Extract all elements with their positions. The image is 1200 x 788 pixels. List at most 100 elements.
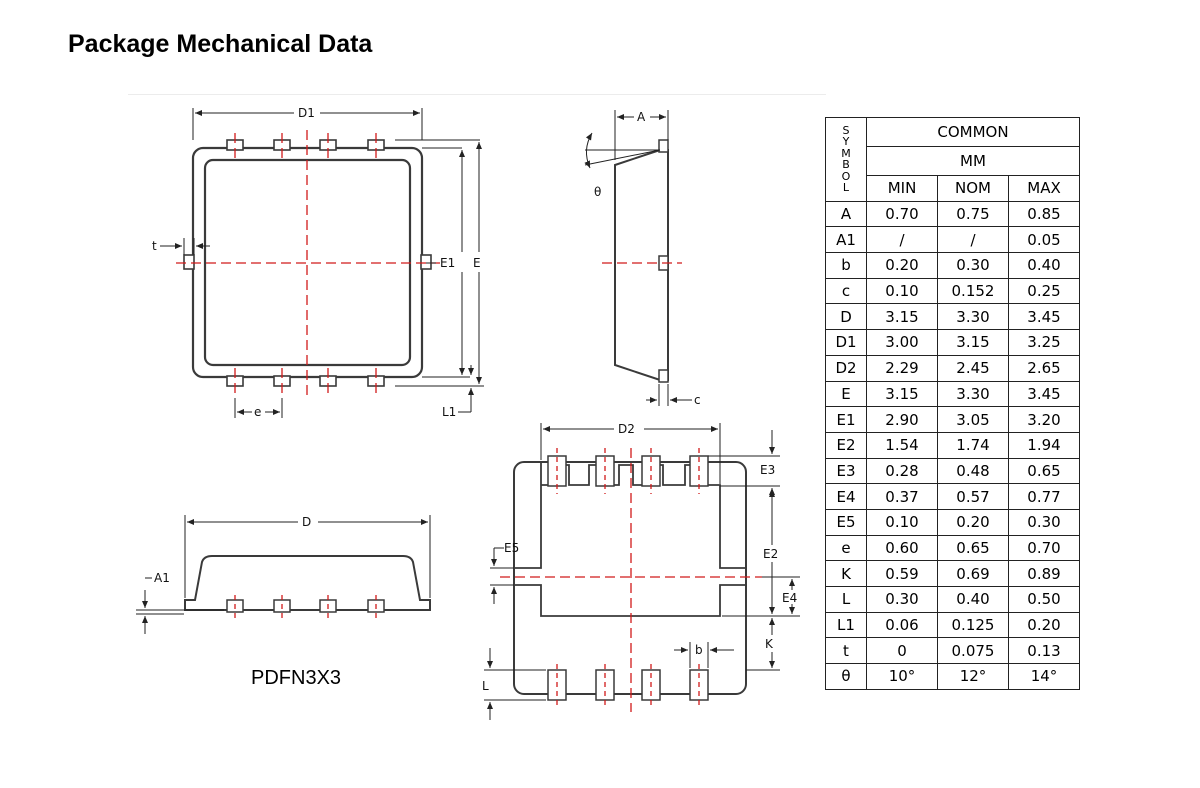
cell-symbol: K [825,560,867,587]
cell-min: 0.10 [866,277,938,305]
label-a: A [637,110,646,124]
symbol-header: S Y M B O L [825,117,867,202]
cell-min: 2.29 [866,354,938,382]
cell-symbol: D [825,303,867,331]
bottom-view: D2 E3 E2 E4 K [482,422,800,720]
cell-nom: 0.30 [937,252,1009,279]
cell-min: 3.00 [866,329,938,356]
cell-nom: 0.75 [937,200,1009,228]
label-d: D [302,515,311,529]
cell-min: 0.60 [866,534,938,562]
cell-max: 3.45 [1008,380,1080,408]
cell-symbol: E1 [825,406,867,433]
label-e4: E4 [782,591,797,605]
cell-symbol: θ [825,663,867,690]
cell-nom: 2.45 [937,354,1009,382]
cell-min: 0 [866,637,938,665]
cell-max: 0.89 [1008,560,1080,587]
col-min-header: MIN [866,175,938,202]
common-header: COMMON [866,117,1080,147]
cell-min: 1.54 [866,431,938,459]
cell-symbol: A [825,200,867,228]
cell-max: 0.50 [1008,586,1080,613]
cell-max: 3.45 [1008,303,1080,331]
cell-max: 3.25 [1008,329,1080,356]
cell-min: 0.37 [866,483,938,510]
cell-symbol: E3 [825,457,867,485]
cell-symbol: E [825,380,867,408]
side-view: A θ c [584,110,701,407]
cell-symbol: e [825,534,867,562]
cell-min: 10° [866,663,938,690]
package-name: PDFN3X3 [251,667,342,689]
cell-symbol: D1 [825,329,867,356]
label-t: t [152,239,157,253]
label-b: b [695,643,703,657]
top-view: D1 E1 E t e [152,106,484,419]
col-nom-header: NOM [937,175,1009,202]
cell-max: 0.77 [1008,483,1080,510]
cell-nom: 0.57 [937,483,1009,510]
cell-min: 0.10 [866,508,938,536]
cell-min: 0.30 [866,586,938,613]
table-row: A1//0.05 [825,226,1080,254]
cell-symbol: E2 [825,431,867,459]
label-theta: θ [594,185,601,199]
cell-nom: 0.40 [937,586,1009,613]
cell-max: 14° [1008,663,1080,690]
cell-max: 0.30 [1008,508,1080,536]
cell-max: 0.13 [1008,637,1080,665]
cell-nom: 3.30 [937,303,1009,331]
label-d1: D1 [298,106,315,120]
label-pitch-e: e [254,405,261,419]
cell-nom: 0.075 [937,637,1009,665]
cell-nom: 0.20 [937,508,1009,536]
cell-nom: 0.69 [937,560,1009,587]
cell-nom: / [937,226,1009,254]
label-c: c [694,393,701,407]
cell-max: 0.05 [1008,226,1080,254]
cell-symbol: L [825,586,867,613]
cell-max: 0.20 [1008,611,1080,639]
cell-max: 0.40 [1008,252,1080,279]
cell-min: 0.06 [866,611,938,639]
cell-nom: 0.48 [937,457,1009,485]
cell-nom: 0.65 [937,534,1009,562]
label-a1: A1 [154,571,170,585]
cell-min: 0.28 [866,457,938,485]
cell-min: 3.15 [866,303,938,331]
cell-max: 0.65 [1008,457,1080,485]
cell-min: 0.70 [866,200,938,228]
cell-min: 3.15 [866,380,938,408]
label-e3: E3 [760,463,775,477]
header-divider [128,94,826,95]
label-l: L [482,679,489,693]
cell-min: / [866,226,938,254]
cell-max: 0.85 [1008,200,1080,228]
cell-nom: 1.74 [937,431,1009,459]
front-view: D A1 [136,515,431,634]
cell-nom: 3.15 [937,329,1009,356]
cell-nom: 12° [937,663,1009,690]
label-e5: E5 [504,541,519,555]
cell-symbol: D2 [825,354,867,382]
cell-min: 0.59 [866,560,938,587]
cell-max: 1.94 [1008,431,1080,459]
cell-min: 0.20 [866,252,938,279]
cell-symbol: b [825,252,867,279]
